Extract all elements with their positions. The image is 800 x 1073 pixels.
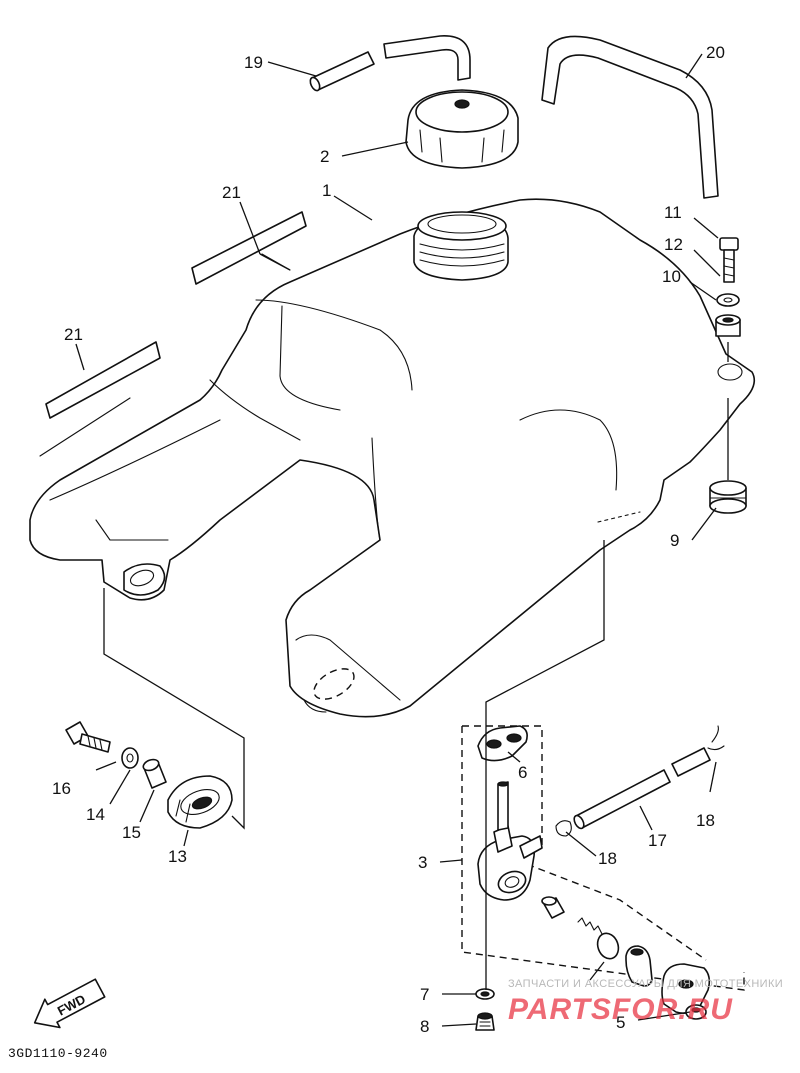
watermark-caption: ЗАПЧАСТИ И АКСЕССУАРЫ ДЛЯ МОТОТЕХНИКИ (508, 978, 784, 990)
part-19-breather-hose (309, 35, 471, 92)
part-14-washer (121, 747, 139, 769)
callout-21-lower: 21 (64, 325, 83, 344)
part-3-fuel-cock-assembly (461, 725, 745, 991)
callout-5: 5 (616, 1013, 625, 1032)
callout-9: 9 (670, 531, 679, 550)
part-13-grommet (167, 775, 233, 829)
callout-17: 17 (648, 831, 667, 850)
callout-16: 16 (52, 779, 71, 798)
part-8-screw (475, 1012, 495, 1031)
part-4-lever (625, 945, 653, 987)
callout-14: 14 (86, 805, 105, 824)
diagram-code: 3GD1110-9240 (8, 1046, 108, 1061)
part-fuel-cock-internals (541, 896, 620, 960)
callout-10: 10 (662, 267, 681, 286)
callout-8: 8 (420, 1017, 429, 1036)
part-6-gasket (477, 725, 528, 762)
callout-2: 2 (320, 147, 329, 166)
part-20-guard-band (541, 35, 719, 199)
callout-7: 7 (420, 985, 429, 1004)
part-2-fuel-cap (405, 89, 519, 169)
part-18-clip-lower (555, 820, 572, 837)
callout-6: 6 (518, 763, 527, 782)
callout-20: 20 (706, 43, 725, 62)
callout-12: 12 (664, 235, 683, 254)
watermark-logo: PARTSFOR.RU (508, 993, 733, 1026)
callout-labels: 19 2 1 21 21 20 11 12 10 9 16 14 15 13 3… (52, 43, 725, 1036)
part-10-collar (715, 314, 741, 337)
callout-18-lower: 18 (598, 849, 617, 868)
part-21-pad-lower (39, 341, 161, 457)
part-17-fuel-hose (573, 747, 711, 830)
part-16-bolt (65, 721, 111, 753)
part-5-cover-plate (661, 963, 711, 1020)
callout-19: 19 (244, 53, 263, 72)
part-1-fuel-tank (29, 198, 756, 718)
part-21-pad-upper (191, 211, 307, 285)
callout-3: 3 (418, 853, 427, 872)
callout-21-upper: 21 (222, 183, 241, 202)
callout-1: 1 (322, 181, 331, 200)
callout-15: 15 (122, 823, 141, 842)
part-15-collar (142, 758, 167, 789)
callout-13: 13 (168, 847, 187, 866)
forward-direction-arrow: FWD (33, 978, 106, 1029)
leader-lines (75, 53, 729, 1027)
callout-18-upper: 18 (696, 811, 715, 830)
part-9-damper (709, 480, 747, 514)
part-12-washer (716, 293, 740, 307)
part-7-washer (475, 988, 495, 1000)
part-11-bolt (719, 237, 739, 283)
part-18-clip-upper (707, 725, 725, 751)
callout-11: 11 (664, 203, 682, 222)
